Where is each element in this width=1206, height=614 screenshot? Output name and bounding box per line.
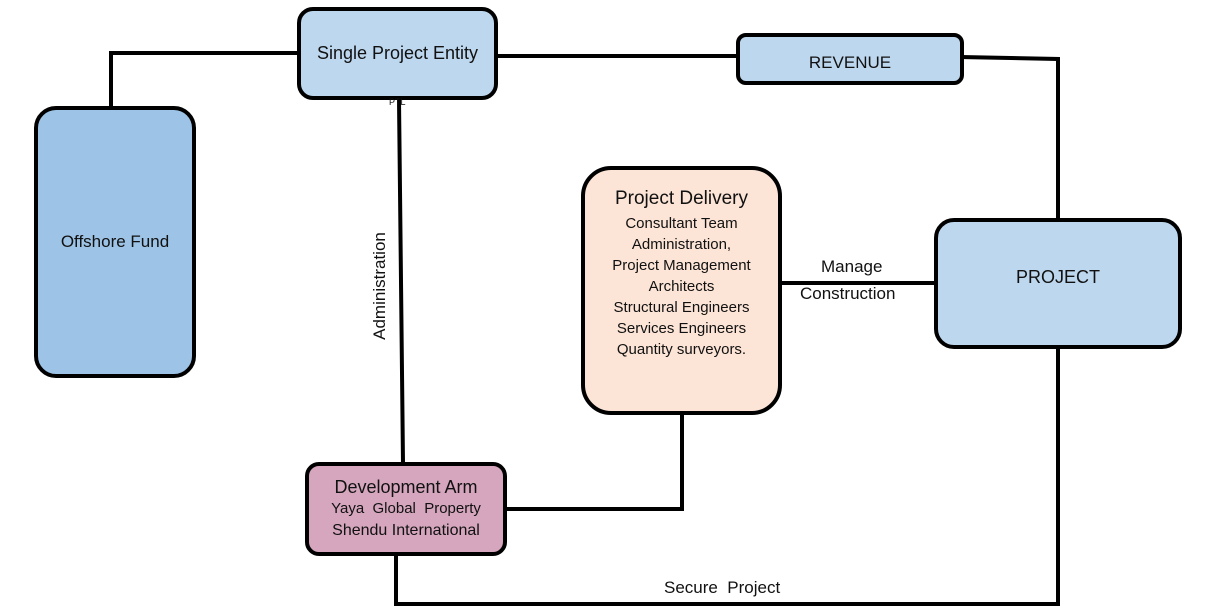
edge-secure-project [394,345,1060,606]
single-project-entity-label: Single Project Entity [316,43,479,63]
edge-delivery-to-dev-arm [503,410,684,511]
offshore-fund-node[interactable]: Offshore Fund [34,106,196,378]
delivery-item-structural-engineers: Structural Engineers [613,299,750,316]
delivery-item-services-engineers: Services Engineers [616,320,747,337]
revenue-label: REVENUE [808,53,892,72]
manage-label: Manage [821,257,883,276]
project-node[interactable]: PROJECT [934,218,1182,349]
secure-project-label: Secure Project [664,578,781,597]
delivery-item-architects: Architects [648,278,715,295]
edge-revenue-to-project [958,54,1060,222]
development-arm-node[interactable]: Development Arm Yaya Global Property She… [305,462,507,556]
project-label: PROJECT [1015,267,1100,287]
edge-fund-to-entity [109,51,302,110]
construction-label: Construction [800,284,896,303]
development-arm-line-shendu: Shendu International [332,522,480,539]
revenue-node[interactable]: REVENUE [736,33,964,85]
ptl-label: PTL [389,97,406,107]
delivery-item-administration: Administration, [631,236,732,253]
project-delivery-node[interactable]: Project Delivery Consultant Team Adminis… [581,166,782,415]
single-project-entity-node[interactable]: Single Project Entity [297,7,498,100]
delivery-item-consultant-team: Consultant Team [625,215,738,232]
edge-administration [396,97,406,466]
administration-label: Administration [370,232,389,340]
development-arm-line-yaya: Yaya Global Property [331,500,481,517]
offshore-fund-label: Offshore Fund [60,232,170,251]
delivery-item-quantity-surveyors: Quantity surveyors. [616,341,747,358]
delivery-item-project-management: Project Management [612,257,751,274]
project-delivery-title: Project Delivery [614,188,749,209]
development-arm-title: Development Arm [334,477,478,497]
